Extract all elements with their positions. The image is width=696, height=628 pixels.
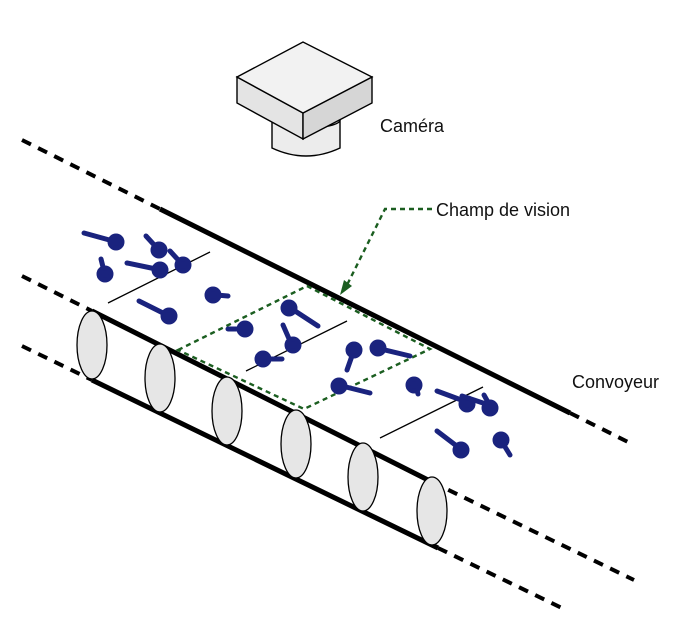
conveyor-bottom-edge [21,344,567,612]
roller [347,442,379,512]
part [225,320,254,338]
roller [76,310,108,380]
roller [144,343,176,413]
part [434,428,470,459]
part [280,322,302,354]
part [330,377,373,396]
field-of-view-region [175,284,433,411]
roller [280,409,312,479]
conveyor-label: Convoyeur [572,372,659,392]
part [369,339,413,359]
conveyor-top-edge [21,138,629,444]
field-of-view-label: Champ de vision [436,200,570,220]
part [492,431,513,458]
conveyor-rollers [76,310,448,546]
camera-label: Caméra [380,116,445,136]
roller [211,376,243,446]
part [280,299,321,329]
camera-icon [235,41,374,157]
parts-on-conveyor [81,230,513,459]
part [124,260,169,279]
part [81,230,125,251]
part [254,350,285,368]
part [167,248,192,274]
roller [416,476,448,546]
conveyor-front-edge [21,274,635,582]
part [96,256,114,283]
part [143,233,168,259]
part [405,376,423,397]
field-of-view-callout-arrow [340,207,432,295]
part [344,341,363,373]
part [204,286,231,304]
part [136,298,178,325]
part [459,393,489,407]
